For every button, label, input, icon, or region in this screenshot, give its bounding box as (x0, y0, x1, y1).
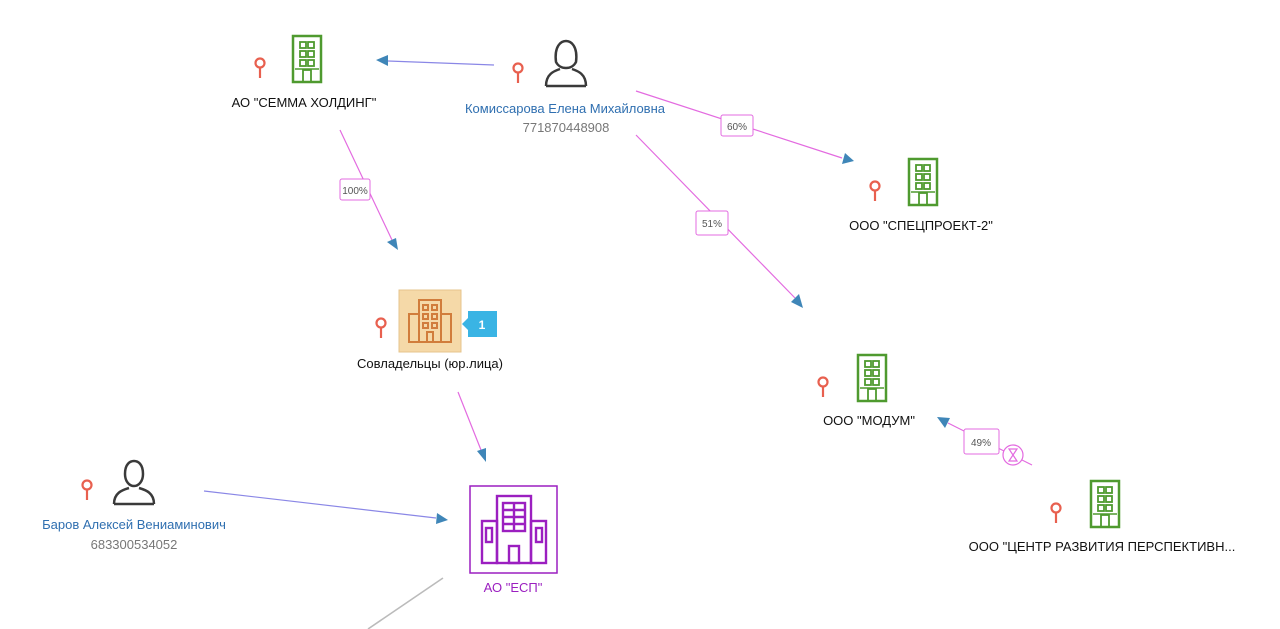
location-pin-icon[interactable] (254, 57, 266, 80)
node-label: Совладельцы (юр.лица) (357, 356, 503, 371)
node-komissarova[interactable]: Комиссарова Елена Михайловна 77187044890… (465, 39, 666, 135)
arrowhead (791, 294, 803, 308)
edge-komissarova-semma[interactable] (387, 60, 495, 66)
node-esp[interactable]: АО "ЕСП" (469, 485, 558, 595)
edge-label-komissarova-specproekt: 60% (720, 114, 754, 137)
node-coowners-group[interactable]: 1 Совладельцы (юр.лица) (357, 289, 503, 371)
building-icon (856, 353, 888, 403)
edge-label-semma-coowners: 100% (339, 178, 371, 201)
node-semma-holding[interactable]: АО "СЕММА ХОЛДИНГ" (232, 34, 377, 110)
node-barov[interactable]: Баров Алексей Вениаминович 683300534052 (42, 459, 226, 552)
svg-text:1: 1 (479, 318, 486, 332)
edge-barov-esp[interactable] (203, 490, 437, 519)
edges: 100% 60% 51% 49% (203, 55, 1033, 629)
hourglass-icon (1002, 444, 1024, 466)
share-label: 49% (971, 438, 991, 449)
edge-coowners-esp[interactable] (457, 391, 482, 451)
arrowhead (436, 513, 448, 524)
arrowhead (387, 238, 398, 250)
node-label: АО "СЕММА ХОЛДИНГ" (232, 95, 377, 110)
node-centr-razvitiya[interactable]: ООО "ЦЕНТР РАЗВИТИЯ ПЕРСПЕКТИВН... (969, 479, 1236, 554)
person-name[interactable]: Комиссарова Елена Михайловна (465, 101, 666, 116)
location-pin-icon[interactable] (512, 62, 524, 85)
building-icon (291, 34, 323, 84)
location-pin-icon[interactable] (375, 317, 387, 340)
node-label: ООО "ЦЕНТР РАЗВИТИЯ ПЕРСПЕКТИВН... (969, 539, 1236, 554)
building-icon (1089, 479, 1121, 529)
person-inn: 771870448908 (523, 120, 610, 135)
node-label: ООО "СПЕЦПРОЕКТ-2" (849, 218, 993, 233)
arrowhead (376, 55, 388, 66)
arrowhead (842, 153, 854, 164)
count-badge[interactable]: 1 (462, 311, 497, 337)
edge-label-centr-modum: 49% (963, 428, 1000, 455)
female-person-icon (544, 39, 588, 88)
arrowhead (477, 448, 486, 462)
share-label: 60% (727, 122, 747, 133)
node-label: ООО "МОДУМ" (823, 413, 915, 428)
location-pin-icon[interactable] (869, 180, 881, 203)
edge-label-komissarova-modum: 51% (695, 210, 729, 236)
person-inn: 683300534052 (91, 537, 178, 552)
node-specproekt-2[interactable]: ООО "СПЕЦПРОЕКТ-2" (849, 157, 993, 233)
building-icon (907, 157, 939, 207)
share-label: 51% (702, 219, 722, 230)
arrowhead (937, 417, 950, 428)
location-pin-icon[interactable] (817, 376, 829, 399)
node-label: АО "ЕСП" (484, 580, 543, 595)
male-person-icon (112, 459, 156, 506)
location-pin-icon[interactable] (81, 479, 93, 502)
location-pin-icon[interactable] (1050, 502, 1062, 525)
edge-esp-offscreen[interactable] (367, 577, 444, 629)
person-name[interactable]: Баров Алексей Вениаминович (42, 517, 226, 532)
office-building-icon (480, 494, 548, 565)
share-label: 100% (342, 186, 368, 197)
node-modum[interactable]: ООО "МОДУМ" (817, 353, 916, 428)
buildings-group-icon (408, 299, 452, 343)
